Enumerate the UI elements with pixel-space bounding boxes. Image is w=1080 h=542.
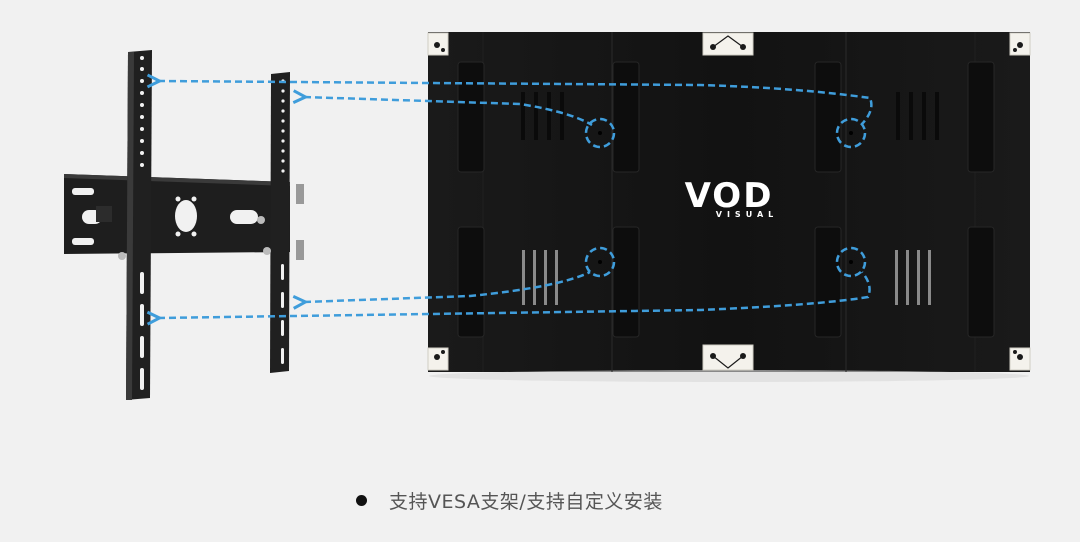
vod-visual-logo: VOD VISUAL: [666, 176, 792, 219]
logo-sub-text: VISUAL: [715, 210, 779, 219]
logo-main-text: VOD: [684, 176, 774, 216]
led-cabinet-panel: [427, 32, 1031, 382]
feature-caption: 支持VESA支架/支持自定义安装: [356, 485, 663, 515]
bullet-icon: [356, 494, 367, 506]
mounting-guide-arrows: [158, 81, 873, 318]
caption-text: 支持VESA支架/支持自定义安装: [389, 490, 663, 513]
vesa-wall-bracket: [64, 50, 304, 400]
